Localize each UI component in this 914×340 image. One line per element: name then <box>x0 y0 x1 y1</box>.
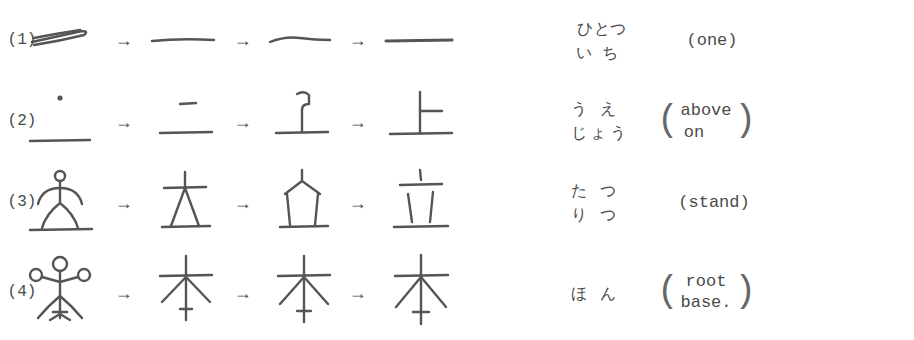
glyph-stroke <box>185 256 187 320</box>
glyph-dot <box>57 95 62 100</box>
glyph-stroke <box>280 226 328 227</box>
arrow: → <box>119 32 130 50</box>
glyph-stroke <box>394 226 448 227</box>
reading-on: じょう <box>571 125 629 141</box>
arrow: → <box>353 32 364 50</box>
meaning: above <box>680 102 731 119</box>
glyph-stroke <box>280 277 328 304</box>
glyph-stroke <box>396 277 446 307</box>
glyph-stroke <box>276 132 328 133</box>
arrow: → <box>238 114 249 132</box>
arrow: → <box>353 114 364 132</box>
glyph-stroke <box>30 229 92 230</box>
meaning: on <box>684 124 704 141</box>
glyph-stroke <box>30 140 90 141</box>
glyph-stroke <box>162 277 210 302</box>
meaning: base. <box>680 294 731 311</box>
glyph-fist <box>78 269 90 281</box>
glyph-stroke <box>184 172 186 186</box>
glyph-stroke <box>419 92 421 133</box>
parenthesis: ) <box>735 103 757 139</box>
arrow: → <box>353 285 364 303</box>
reading-on: りつ <box>571 207 629 223</box>
glyph-stroke <box>390 133 452 134</box>
glyph-stroke <box>38 188 82 204</box>
arrow: → <box>353 195 364 213</box>
glyph-stroke <box>413 311 429 313</box>
glyph-stroke <box>287 194 318 225</box>
glyph-stroke <box>171 188 199 226</box>
glyph-stroke <box>160 132 212 133</box>
glyph-head <box>55 171 65 181</box>
arrow: → <box>119 114 130 132</box>
arrow: → <box>238 285 249 303</box>
meaning: (one) <box>686 32 737 49</box>
arrow: → <box>119 285 130 303</box>
glyph-stroke <box>400 184 442 185</box>
meaning: (stand) <box>678 194 749 211</box>
glyph-stroke <box>180 103 196 104</box>
glyph-stroke <box>386 40 452 41</box>
glyph-stroke <box>408 192 433 222</box>
glyph-stroke <box>180 308 192 310</box>
reading-kun: ひとつ <box>577 21 627 37</box>
glyph-stroke <box>34 30 80 38</box>
row-number: (2) <box>8 113 37 129</box>
glyph-stroke <box>32 31 86 45</box>
glyph-stroke <box>285 181 320 194</box>
arrow: → <box>238 32 249 50</box>
glyph-stroke <box>50 312 70 320</box>
reading-kun: うえ <box>571 101 629 117</box>
glyph-stroke <box>420 255 422 324</box>
meaning: root <box>686 273 727 290</box>
arrow: → <box>119 195 130 213</box>
reading-kun: たつ <box>571 183 629 199</box>
glyph-stroke <box>297 92 309 131</box>
parenthesis: ( <box>657 103 679 139</box>
glyph-stroke <box>152 39 214 41</box>
glyph-stroke <box>59 181 61 203</box>
glyph-stroke <box>297 310 311 312</box>
row-number: (4) <box>8 284 37 300</box>
parenthesis: ( <box>657 274 679 310</box>
glyph-fist <box>30 269 42 281</box>
glyph-stroke <box>420 110 442 112</box>
row-number: (1) <box>8 32 37 48</box>
reading: ほん <box>571 286 629 302</box>
glyph-stroke <box>301 170 303 180</box>
glyph-head <box>53 257 67 271</box>
glyph-stroke <box>42 203 78 228</box>
glyph-stroke <box>162 226 210 227</box>
glyph-stroke <box>270 38 330 43</box>
arrow: → <box>238 195 249 213</box>
row-number: (3) <box>8 194 37 210</box>
parenthesis: ) <box>735 274 757 310</box>
reading-on: いち <box>576 45 627 61</box>
glyph-stroke <box>420 170 421 180</box>
